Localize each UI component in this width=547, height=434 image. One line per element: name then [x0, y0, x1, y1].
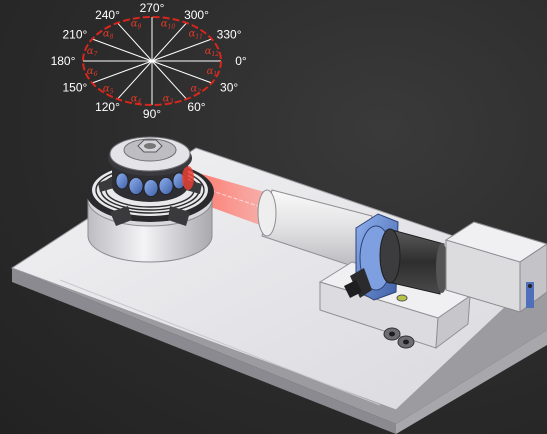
angle-label: 150° — [62, 81, 87, 95]
alpha-label: α5 — [103, 84, 114, 96]
alpha-subscript: 2 — [196, 89, 201, 96]
angle-label: 180° — [51, 54, 76, 68]
angle-label: 120° — [95, 100, 120, 114]
angle-label: 0° — [235, 54, 247, 68]
angle-label: 330° — [217, 28, 242, 42]
sample-holder — [108, 136, 194, 202]
camera-tube — [257, 189, 373, 271]
alpha-label: α11 — [189, 28, 203, 40]
alpha-label: α6 — [87, 66, 98, 78]
alpha-symbol: α — [191, 84, 198, 95]
dial-spoke — [92, 60, 153, 84]
camera-lens — [379, 228, 448, 295]
alpha-symbol: α — [103, 28, 110, 39]
alpha-label: α9 — [131, 18, 142, 30]
alpha-label: α2 — [191, 84, 202, 96]
alpha-symbol: α — [87, 46, 94, 57]
angle-label: 240° — [95, 8, 120, 22]
dial-spoke — [92, 38, 153, 62]
alpha-label: α3 — [163, 94, 174, 106]
alpha-label: α4 — [131, 94, 142, 106]
alpha-symbol: α — [103, 84, 110, 95]
alpha-subscript: 5 — [110, 89, 114, 96]
dial-spoke — [117, 22, 153, 62]
angle-label: 90° — [143, 107, 161, 121]
dial-spokes — [83, 17, 221, 105]
alpha-symbol: α — [131, 94, 138, 105]
alpha-subscript: 6 — [94, 71, 98, 78]
alpha-subscript: 7 — [94, 51, 98, 58]
angle-label: 60° — [187, 100, 205, 114]
alpha-subscript: 3 — [169, 99, 173, 106]
angle-label: 30° — [220, 81, 238, 95]
angle-label: 270° — [140, 1, 165, 15]
alpha-label: α7 — [87, 46, 98, 58]
alpha-label: α8 — [103, 28, 114, 40]
alpha-subscript: 10 — [168, 23, 176, 30]
alpha-symbol: α — [161, 18, 168, 29]
alpha-symbol: α — [189, 28, 196, 39]
angle-label: 210° — [62, 28, 87, 42]
alpha-label: α12 — [205, 46, 220, 58]
dial-spoke — [151, 60, 212, 84]
alpha-symbol: α — [205, 46, 212, 57]
alpha-symbol: α — [207, 66, 214, 77]
alpha-label: α1 — [207, 66, 218, 78]
dial-spoke — [151, 38, 212, 62]
alpha-label: α10 — [161, 18, 176, 30]
alpha-symbol: α — [163, 94, 170, 105]
alpha-subscript: 8 — [110, 33, 114, 40]
alpha-subscript: 4 — [136, 99, 141, 106]
angle-dial: 0° 30° 60° 90° 120° 150° 180° 210° 240° 270° 300° 3… — [51, 1, 247, 121]
alpha-subscript: 12 — [211, 51, 219, 58]
cable-connectors — [383, 327, 415, 349]
dial-spoke — [151, 60, 187, 100]
alpha-symbol: α — [87, 66, 94, 77]
dial-spoke — [151, 22, 187, 62]
dial-ellipse — [82, 16, 222, 106]
alpha-symbol: α — [131, 18, 138, 29]
dial-spoke — [117, 60, 153, 100]
alpha-subscript: 9 — [137, 23, 141, 30]
alpha-subscript: 1 — [213, 71, 217, 78]
camera-body — [444, 221, 547, 313]
alpha-subscript: 11 — [195, 33, 203, 40]
angle-labels: 0° 30° 60° 90° 120° 150° 180° 210° 240° 270° 300° 3… — [51, 1, 247, 121]
angle-label: 300° — [184, 8, 209, 22]
